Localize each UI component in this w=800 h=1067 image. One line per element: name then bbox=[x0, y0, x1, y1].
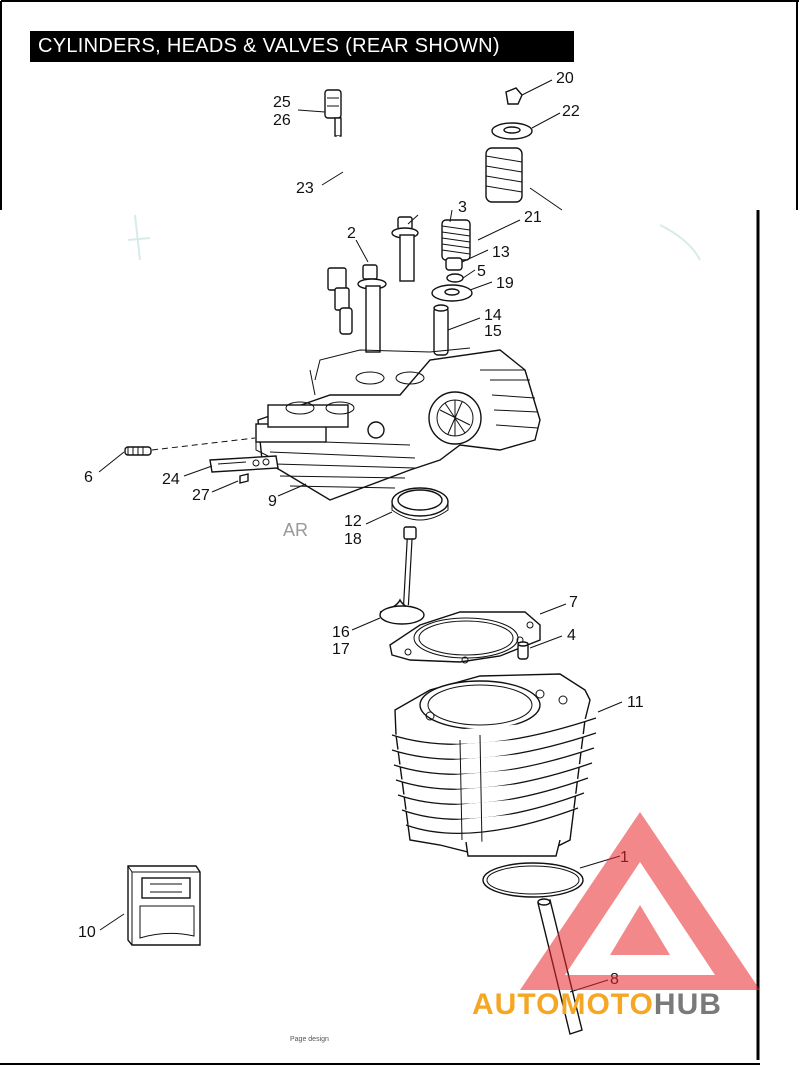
watermark-text-hub: HUB bbox=[654, 988, 722, 1021]
outer-valve-spring-21 bbox=[485, 147, 523, 203]
faint-scan-marks bbox=[127, 214, 701, 261]
valve-guide-2 bbox=[357, 264, 387, 353]
callout-20: 20 bbox=[556, 70, 574, 87]
watermark-text: AUTOMOTOHUB bbox=[472, 988, 722, 1021]
screw-27 bbox=[239, 473, 249, 484]
callout-18: 18 bbox=[344, 531, 362, 548]
valve-guide-14 bbox=[433, 304, 449, 356]
callout-15: 15 bbox=[484, 323, 502, 340]
valve-seal-stack bbox=[431, 257, 473, 302]
callout-24: 24 bbox=[162, 471, 180, 488]
spring-retainer-22 bbox=[491, 122, 533, 140]
pushrod-assembly bbox=[317, 89, 354, 335]
head-gasket-7 bbox=[389, 611, 541, 664]
inner-valve-spring bbox=[441, 219, 471, 261]
automotohub-watermark bbox=[520, 812, 760, 990]
callout-10: 10 bbox=[78, 924, 96, 941]
callout-25: 25 bbox=[273, 94, 291, 111]
callout-14: 14 bbox=[484, 307, 502, 324]
callout-26: 26 bbox=[273, 112, 291, 129]
cylinder-head bbox=[255, 347, 541, 501]
callout-19: 19 bbox=[496, 275, 514, 292]
cylinder-11 bbox=[391, 673, 597, 857]
callout-27: 27 bbox=[192, 487, 210, 504]
callout-22: 22 bbox=[562, 103, 580, 120]
callout-numbers: 25 26 23 2 3 21 13 5 19 14 15 20 22 6 24… bbox=[78, 70, 644, 988]
callout-12: 12 bbox=[344, 513, 362, 530]
callout-2: 2 bbox=[347, 225, 356, 242]
callout-4: 4 bbox=[567, 627, 576, 644]
callout-3: 3 bbox=[458, 199, 467, 216]
name-plate-24 bbox=[209, 455, 279, 473]
o-ring-1 bbox=[482, 862, 584, 898]
valve-keeper-20 bbox=[505, 87, 523, 105]
diagram-title: CYLINDERS, HEADS & VALVES (REAR SHOWN) bbox=[30, 31, 574, 62]
footer-text: Page design bbox=[290, 1036, 329, 1043]
watermark-triangle-logo bbox=[520, 812, 760, 990]
orientation-label: AR bbox=[283, 520, 308, 540]
callout-11: 11 bbox=[627, 694, 644, 711]
valve-seat-12 bbox=[391, 487, 449, 521]
callout-9: 9 bbox=[268, 493, 277, 510]
callout-21: 21 bbox=[524, 209, 542, 226]
callout-5: 5 bbox=[477, 263, 486, 280]
valve-guide-top bbox=[391, 216, 419, 282]
callout-16: 16 bbox=[332, 624, 350, 641]
gasket-kit-box-10 bbox=[127, 865, 201, 946]
callout-7: 7 bbox=[569, 594, 578, 611]
callout-13: 13 bbox=[492, 244, 510, 261]
valve-16 bbox=[379, 526, 425, 625]
callout-6: 6 bbox=[84, 469, 93, 486]
callout-17: 17 bbox=[332, 641, 350, 658]
dowel-pin-4 bbox=[517, 641, 529, 660]
callout-23: 23 bbox=[296, 180, 314, 197]
head-stud-6 bbox=[124, 437, 256, 456]
watermark-text-automoto: AUTOMOTO bbox=[472, 988, 654, 1021]
